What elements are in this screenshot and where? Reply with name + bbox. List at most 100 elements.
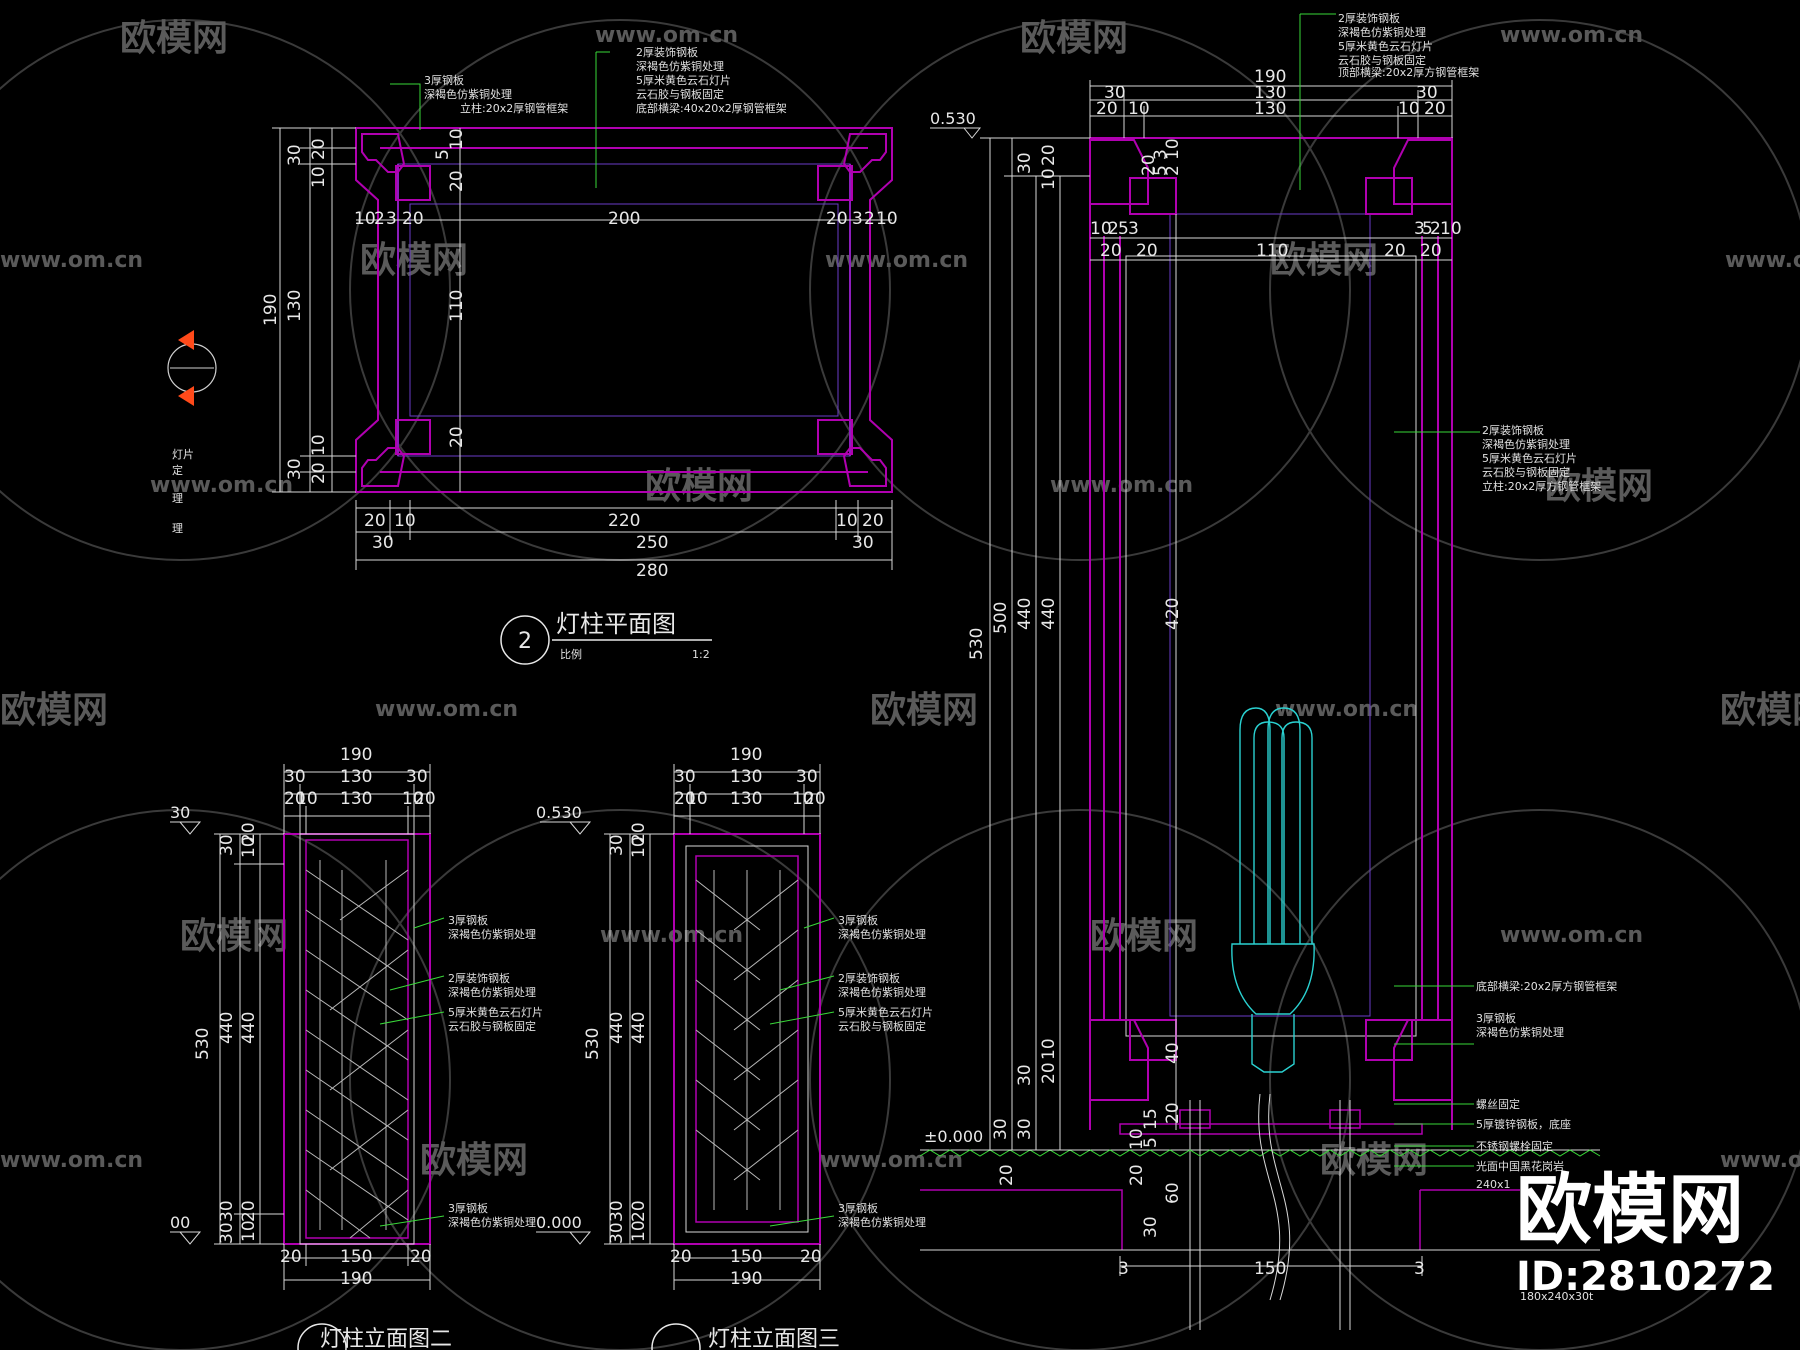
dim-text: 190 — [340, 745, 372, 765]
dim-text: 130 — [1254, 83, 1286, 103]
dim-text: 190 — [261, 294, 281, 326]
elev-note: 2厚装饰钢板 — [838, 971, 900, 985]
dim-text: 130 — [1254, 99, 1286, 119]
post-square-br — [817, 419, 853, 455]
section-note: 深褐色仿紫铜处理 — [1482, 437, 1570, 451]
dim-text: 30 — [1141, 1216, 1161, 1238]
dim-text: 10 — [629, 1220, 649, 1242]
section-level-top: 0.530 — [930, 109, 976, 128]
plan-leaders — [390, 51, 610, 188]
section-level-zero: ±0.000 — [924, 1127, 983, 1146]
section-lamp-cavity — [1169, 213, 1371, 1017]
elev2-title-bubble — [297, 1323, 347, 1350]
watermark-brand: 欧模网 — [420, 1140, 528, 1181]
elev2-bottom-dimlines — [283, 1244, 431, 1290]
section-note: 5厚米黄色云石灯片 — [1482, 451, 1577, 465]
dim-text: 2 — [1163, 165, 1183, 176]
dim-text: 3 — [386, 209, 397, 229]
dim-text: 30 — [1015, 1118, 1035, 1140]
dim-text: 130 — [340, 767, 372, 787]
dim-text: 2 — [864, 209, 875, 229]
dim-text: 20 — [414, 789, 436, 809]
dim-text: 10 — [686, 789, 708, 809]
dim-text: 60 — [1163, 1182, 1183, 1204]
plan-note: 云石胶与钢板固定 — [636, 87, 724, 101]
section-glass-line — [1125, 255, 1417, 1037]
dim-text: 190 — [1254, 67, 1286, 87]
corner-post-tl — [361, 133, 406, 173]
elev-note: 深褐色仿紫铜处理 — [838, 1215, 926, 1229]
dim-text: 10 — [309, 434, 329, 456]
section-note: 顶部横梁:20x2厚方钢管框架 — [1338, 65, 1479, 79]
elev3-leaders — [769, 917, 835, 1227]
section-note: 3厚钢板 — [1476, 1011, 1516, 1025]
dim-text: 30 — [285, 458, 305, 480]
dim-text: 150 — [1254, 1259, 1286, 1279]
elev3-level-top: 0.530 — [536, 803, 582, 822]
dim-text: 20 — [280, 1247, 302, 1267]
section-plan-dimlines — [1090, 237, 1452, 261]
dim-text: 10 — [1398, 99, 1420, 119]
elev3-left-dimlines — [604, 833, 674, 1245]
dim-text: 10 — [402, 789, 424, 809]
dim-text: 150 — [340, 1247, 372, 1267]
elev2-level-top: 30 — [170, 803, 190, 822]
section-note: 不锈钢螺栓固定 — [1476, 1139, 1553, 1153]
dim-text: 440 — [1039, 598, 1059, 630]
watermark-brand: 欧模网 — [1090, 916, 1198, 957]
anchor-nut-right — [1329, 1109, 1361, 1129]
section-inner-walls — [1103, 236, 1439, 1020]
dim-text: 130 — [285, 290, 305, 322]
dim-text: 30 — [674, 767, 696, 787]
elev3-bottom-dimlines — [673, 1244, 821, 1290]
dim-text: 3 — [1151, 149, 1171, 160]
badge-brand: 欧模网 — [1516, 1165, 1744, 1254]
section-bottom-corners — [1089, 1019, 1453, 1101]
post-square-tr — [817, 165, 853, 201]
dim-text: 20 — [1127, 1164, 1147, 1186]
dim-text: 10 — [1128, 99, 1150, 119]
level-mark — [930, 127, 982, 139]
elev-note: 深褐色仿紫铜处理 — [448, 927, 536, 941]
dim-text: 30 — [285, 144, 305, 166]
dim-text: 150 — [730, 1247, 762, 1267]
section-note: 深褐色仿紫铜处理 — [1476, 1025, 1564, 1039]
watermark-url: www.om.cn — [0, 248, 143, 273]
elev-note: 深褐色仿紫铜处理 — [448, 1215, 536, 1229]
plan-title-bubble — [500, 615, 550, 665]
dim-text: 20 — [1163, 1102, 1183, 1124]
watermark-url: www.om.cn — [820, 1148, 963, 1173]
dim-text: 110 — [1256, 241, 1288, 261]
section-base-plate — [1119, 1123, 1423, 1135]
elev3-title-bubble — [651, 1323, 701, 1350]
elev-note: 3厚钢板 — [838, 1201, 878, 1215]
section-note: 5厚米黄色云石灯片 — [1338, 39, 1433, 53]
dim-text: 10 — [836, 511, 858, 531]
dim-text: 530 — [583, 1028, 603, 1060]
anchor-bolts — [1189, 1100, 1351, 1330]
dim-text: 530 — [193, 1028, 213, 1060]
plan-side-note: 灯片 — [172, 448, 194, 461]
dim-text: 10 — [239, 836, 259, 858]
elev-note: 3厚钢板 — [448, 913, 488, 927]
dim-text: 420 — [1163, 598, 1183, 630]
elev3-inner — [685, 845, 809, 1233]
dim-text: 20 — [862, 511, 884, 531]
post-square-tl — [395, 165, 431, 201]
elev2-level-bottom: 00 — [170, 1213, 190, 1232]
watermark-url: www.om.cn — [825, 248, 968, 273]
dim-text: 30 — [217, 1200, 237, 1222]
corner-post-tr — [842, 133, 887, 173]
dim-text: 20 — [674, 789, 696, 809]
brand-badge: 欧模网 ID:2810272 — [1516, 1165, 1775, 1300]
dim-text: 5 — [433, 149, 453, 160]
elev2-left-dimlines — [214, 833, 284, 1245]
plan-left-dimlines — [272, 127, 356, 493]
section-note: 5厚镀锌钢板，底座 — [1476, 1117, 1571, 1131]
elevation-three: 190 30 130 30 20 10 130 10 20 20 150 20 … — [536, 745, 840, 1350]
elev2-leaders — [379, 917, 445, 1227]
section-note: 2厚装饰钢板 — [1338, 11, 1400, 25]
dim-text: 10 — [1039, 168, 1059, 190]
dim-text: 10 — [629, 836, 649, 858]
